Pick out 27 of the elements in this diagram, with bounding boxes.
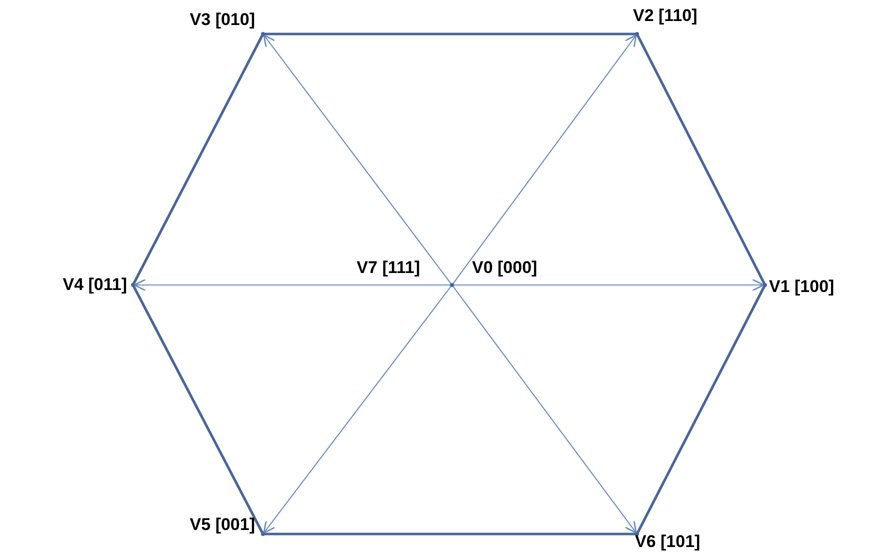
- vector-arrow: [263, 34, 452, 284]
- vector-label: V2 [110]: [633, 6, 698, 26]
- hexagon-side: [264, 532, 636, 536]
- vector-label: V6 [101]: [635, 532, 700, 552]
- vector-label: V7 [111]: [356, 258, 420, 278]
- hexagon-side: [636, 34, 766, 285]
- vertex-point: [635, 532, 639, 536]
- vertex-point: [635, 32, 639, 36]
- vertex-point: [763, 283, 767, 287]
- vector-label: V4 [011]: [62, 275, 127, 295]
- vector-label: V1 [100]: [769, 277, 834, 297]
- vector-arrow: [452, 34, 637, 284]
- vector-arrow: [263, 286, 452, 534]
- hexagon-side: [636, 285, 766, 534]
- vector-label: V3 [010]: [190, 10, 255, 30]
- vector-arrow: [452, 286, 637, 534]
- hexagon-side: [132, 285, 264, 534]
- vector-label: V0 [000]: [472, 258, 538, 278]
- vector-label: V5 [001]: [190, 515, 255, 535]
- vertex-point: [450, 283, 454, 287]
- vertex-point: [261, 32, 265, 36]
- vertex-point: [131, 283, 135, 287]
- vector-arrow: [134, 278, 451, 292]
- vector-arrow: [453, 278, 764, 292]
- hexagon-side: [264, 32, 636, 36]
- hexagon-side: [132, 34, 264, 285]
- vertex-point: [261, 532, 265, 536]
